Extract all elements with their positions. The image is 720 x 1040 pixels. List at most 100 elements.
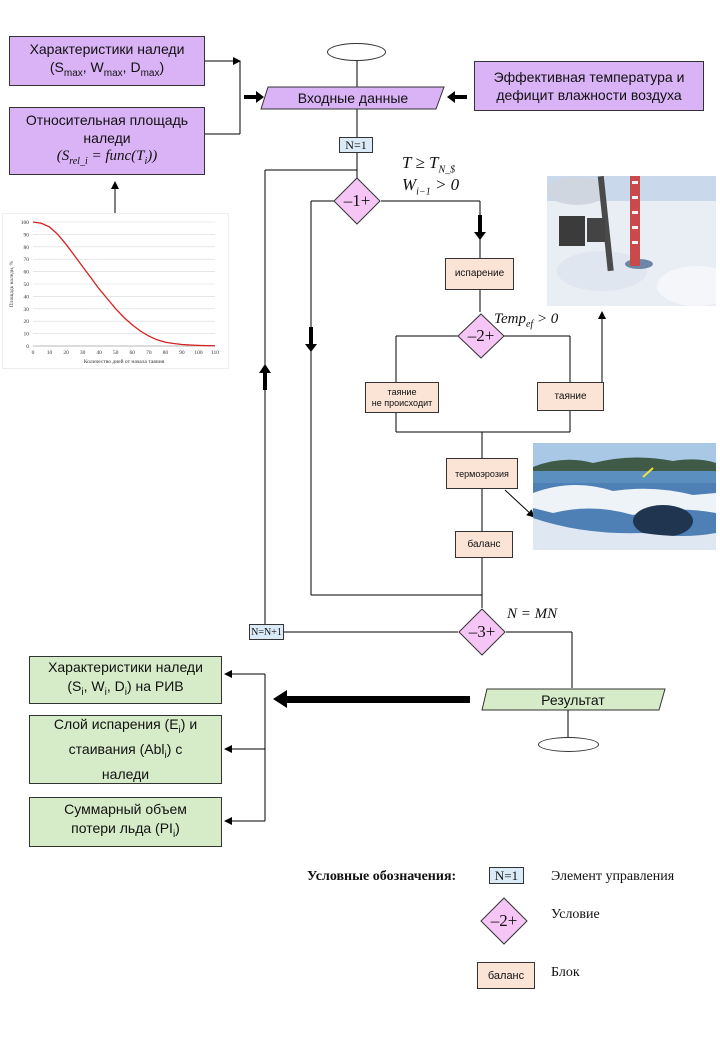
output-ice-characteristics: Характеристики наледи (Si, Wi, Di) на РИ… [29, 656, 222, 704]
ice-measurement-photo-drawing [547, 176, 716, 306]
ice-params-sub3: max [140, 67, 160, 79]
condition-2-label: –2+ [467, 326, 495, 345]
condition-1-diamond [333, 177, 381, 225]
block-thermoerosion: термоэрозия [446, 458, 518, 489]
ice-characteristics-params: (Smax, Wmax, Dmax) [50, 58, 164, 83]
o2-b: ) и [180, 716, 198, 733]
c2-text-rest: > 0 [533, 311, 559, 327]
x-axis-label: Количество дней от начала таяния [84, 358, 165, 365]
legend-condition-sample: –2+ [490, 911, 518, 930]
x-tick-label: 90 [179, 350, 185, 356]
control-n-init: N=1 [339, 137, 373, 153]
output-3-line2: потери льда (PIi) [71, 819, 180, 844]
o2-d: ) с [166, 741, 183, 757]
legend-block-label: Блок [551, 965, 580, 980]
o3-sub: i [172, 828, 176, 840]
legend-title: Условные обозначения: [307, 869, 457, 884]
formula-sub-2: i [144, 156, 148, 167]
input-data-shape [260, 86, 445, 110]
output-1-line1: Характеристики наледи [48, 659, 203, 676]
effective-temp-line1: Эффективная температура и [493, 69, 685, 85]
condition-3-text: N = MN [507, 606, 558, 622]
block-balance: баланс [455, 531, 513, 558]
o2-c: стаивания (Abl [68, 741, 165, 757]
condition-1-text-1: T ≥ TN_$ [402, 153, 455, 175]
ice-params-sub1: max [63, 67, 83, 79]
formula-part-1: (S [56, 148, 70, 164]
input-data-label: Входные данные [297, 90, 409, 106]
control-n-increment: N=N+1 [249, 624, 284, 640]
c2-text-a: Temp [494, 311, 526, 327]
x-tick-label: 80 [163, 350, 169, 356]
no-melting-line1: таяние [387, 386, 417, 397]
ice-params-s: (S [49, 58, 64, 75]
block-melting: таяние [537, 382, 604, 411]
no-melting-line2: не происходит [371, 397, 433, 408]
o2-a: Слой испарения (E [53, 716, 179, 733]
condition-2-text: Tempef > 0 [494, 311, 558, 330]
effective-temp-line2: дефицит влажности воздуха [496, 87, 682, 103]
o1-b: , W [83, 678, 105, 695]
end-terminator [538, 737, 599, 752]
x-tick-label: 10 [47, 350, 53, 356]
y-tick-label: 40 [24, 294, 30, 300]
result-label: Результат [541, 691, 605, 708]
legend-control-sample: N=1 [489, 867, 524, 884]
x-tick-label: 30 [80, 350, 86, 356]
o1-c: , D [106, 678, 125, 695]
y-tick-label: 70 [24, 257, 30, 263]
series-line [32, 221, 216, 347]
output-2-line3: наледи [101, 765, 150, 782]
y-tick-label: 0 [26, 344, 29, 350]
x-tick-label: 110 [211, 350, 219, 356]
condition-3-label: –3+ [468, 622, 496, 641]
y-tick-label: 80 [24, 245, 30, 251]
effective-temp-box: Эффективная температура и дефицит влажно… [474, 61, 704, 111]
o2-sub2: i [164, 749, 167, 761]
o2-sub1: i [178, 725, 181, 736]
c1-text-a: T ≥ T [402, 153, 439, 172]
legend-block-sample: баланс [477, 962, 535, 989]
output-2-line2: стаивания (Abli) с [69, 740, 183, 765]
ice-measurement-photo [547, 176, 716, 306]
relative-area-title: Относительная площадь [25, 112, 189, 128]
x-tick-label: 50 [113, 350, 119, 356]
o3-a: потери льда (PI [71, 820, 173, 837]
condition-1-label: –1+ [343, 191, 371, 210]
legend-condition-diamond [480, 897, 528, 945]
o1-sub3: i [124, 686, 127, 698]
y-tick-label: 20 [24, 319, 30, 325]
thermoerosion-photo [533, 443, 716, 550]
o1-sub1: i [81, 686, 84, 698]
ice-characteristics-title: Характеристики наледи [29, 40, 185, 57]
x-tick-label: 40 [96, 350, 102, 356]
y-tick-label: 30 [24, 307, 30, 313]
x-tick-label: 60 [130, 350, 136, 356]
o1-d: ) на РИВ [126, 678, 184, 695]
x-tick-label: 20 [63, 350, 69, 356]
formula-part-2: = func(T [87, 148, 145, 164]
c1-text-w-rest: > 0 [430, 175, 460, 194]
output-1-line2: (Si, Wi, Di) на РИВ [67, 677, 183, 702]
ice-params-end: ) [159, 58, 165, 75]
relative-area-formula: (Srel_i = func(Ti)) [57, 147, 158, 171]
o1-a: (S [67, 678, 82, 695]
thermoerosion-photo-drawing [533, 443, 716, 550]
output-2-line1: Слой испарения (Ei) и [54, 715, 197, 740]
condition-2-diamond [457, 313, 505, 359]
legend-condition-label: Условие [551, 907, 600, 922]
start-terminator [327, 43, 386, 61]
c1-text-w-sub: i−1 [416, 186, 431, 198]
block-no-melting: таяние не происходит [365, 382, 439, 413]
y-tick-label: 100 [21, 220, 30, 226]
condition-1-text-2: Wi−1 > 0 [402, 175, 459, 197]
y-tick-label: 10 [24, 332, 30, 338]
output-ice-loss: Суммарный объем потери льда (PIi) [29, 797, 222, 847]
relative-area-box: Относительная площадь наледи (Srel_i = f… [9, 107, 205, 175]
x-tick-label: 100 [194, 350, 203, 356]
ice-params-w: , W [82, 58, 104, 75]
